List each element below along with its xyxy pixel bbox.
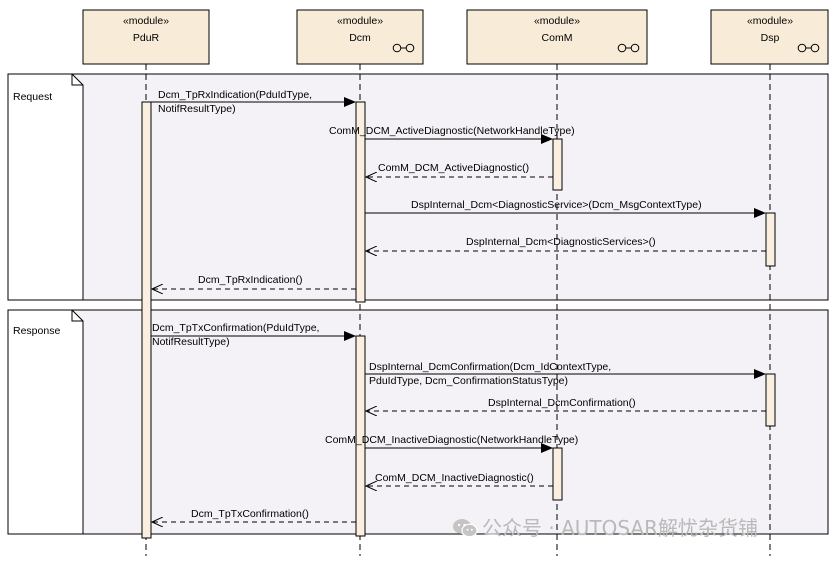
component-icon <box>797 43 820 53</box>
lifeline-header-dcm: «module» Dcm <box>296 9 424 65</box>
fragment-label-request: Request <box>13 91 52 103</box>
lifeline-name: Dcm <box>349 32 371 44</box>
lifeline-header-comm: «module» ComM <box>466 9 648 65</box>
message-dcm-tp-rx-indication-return: Dcm_TpRxIndication() <box>152 274 356 289</box>
wechat-icon <box>453 519 478 538</box>
message-label: DspInternal_Dcm<DiagnosticService>(Dcm_M… <box>411 199 702 211</box>
message-label: Dcm_TpTxConfirmation(PduIdType, <box>152 322 319 334</box>
message-comm-dcm-inactive-diagnostic: ComM_DCM_InactiveDiagnostic(NetworkHandl… <box>325 434 578 453</box>
message-comm-dcm-active-diagnostic: ComM_DCM_ActiveDiagnostic(NetworkHandleT… <box>329 125 575 144</box>
watermark: 公众号 · AUTOSAR解忧杂货铺 <box>452 512 758 541</box>
activation-dcm-request <box>355 101 366 303</box>
activation-dsp-response <box>765 373 776 427</box>
message-label: ComM_DCM_InactiveDiagnostic() <box>375 472 534 484</box>
lifeline-header-dsp: «module» Dsp <box>710 9 829 65</box>
lifeline-header-pdur: «module» PduR <box>82 9 210 65</box>
lifeline-name: PduR <box>133 32 160 44</box>
fragment-request: Request <box>7 73 829 301</box>
stereotype-label: «module» <box>534 15 580 27</box>
message-dcm-tp-tx-confirmation-return: Dcm_TpTxConfirmation() <box>152 508 356 522</box>
message-label: NotifResultType) <box>152 336 230 348</box>
component-icon <box>617 43 640 53</box>
stereotype-label: «module» <box>747 15 793 27</box>
message-label: DspInternal_Dcm<DiagnosticServices>() <box>466 236 656 248</box>
message-dsp-internal-dcm-diagnostic-service: DspInternal_Dcm<DiagnosticService>(Dcm_M… <box>365 199 766 218</box>
fragment-response: Response <box>7 309 829 535</box>
message-comm-dcm-inactive-diagnostic-return: ComM_DCM_InactiveDiagnostic() <box>366 472 553 486</box>
message-label: Dcm_TpRxIndication() <box>198 274 302 286</box>
message-dsp-internal-dcm-confirmation-return: DspInternal_DcmConfirmation() <box>366 397 766 411</box>
message-dcm-tp-rx-indication: Dcm_TpRxIndication(PduIdType, NotifResul… <box>151 89 356 115</box>
message-label: ComM_DCM_ActiveDiagnostic() <box>378 162 529 174</box>
activation-dsp-request <box>765 212 776 267</box>
activation-dcm-response <box>355 335 366 537</box>
component-icon <box>392 43 415 53</box>
message-dcm-tp-tx-confirmation: Dcm_TpTxConfirmation(PduIdType, NotifRes… <box>151 322 356 348</box>
activation-comm-active <box>552 138 563 191</box>
message-label: NotifResultType) <box>158 103 236 115</box>
lifeline-name: ComM <box>542 32 573 44</box>
message-label: DspInternal_DcmConfirmation(Dcm_IdContex… <box>369 361 611 373</box>
message-label: Dcm_TpTxConfirmation() <box>191 508 309 520</box>
message-label: ComM_DCM_InactiveDiagnostic(NetworkHandl… <box>325 434 578 446</box>
message-label: PduIdType, Dcm_ConfirmationStatusType) <box>369 375 568 387</box>
stereotype-label: «module» <box>123 15 169 27</box>
message-dsp-internal-dcm-diagnostic-services-return: DspInternal_Dcm<DiagnosticServices>() <box>366 236 766 251</box>
message-label: DspInternal_DcmConfirmation() <box>488 397 636 409</box>
activation-pdur <box>141 101 152 539</box>
message-comm-dcm-active-diagnostic-return: ComM_DCM_ActiveDiagnostic() <box>366 162 553 177</box>
fragment-label-response: Response <box>13 325 60 337</box>
message-dsp-internal-dcm-confirmation: DspInternal_DcmConfirmation(Dcm_IdContex… <box>365 361 766 387</box>
message-label: Dcm_TpRxIndication(PduIdType, <box>158 89 312 101</box>
activation-comm-inactive <box>552 447 563 501</box>
message-label: ComM_DCM_ActiveDiagnostic(NetworkHandleT… <box>329 125 575 137</box>
lifeline-name: Dsp <box>761 32 780 44</box>
watermark-text: 公众号 · AUTOSAR解忧杂货铺 <box>482 516 758 540</box>
stereotype-label: «module» <box>337 15 383 27</box>
